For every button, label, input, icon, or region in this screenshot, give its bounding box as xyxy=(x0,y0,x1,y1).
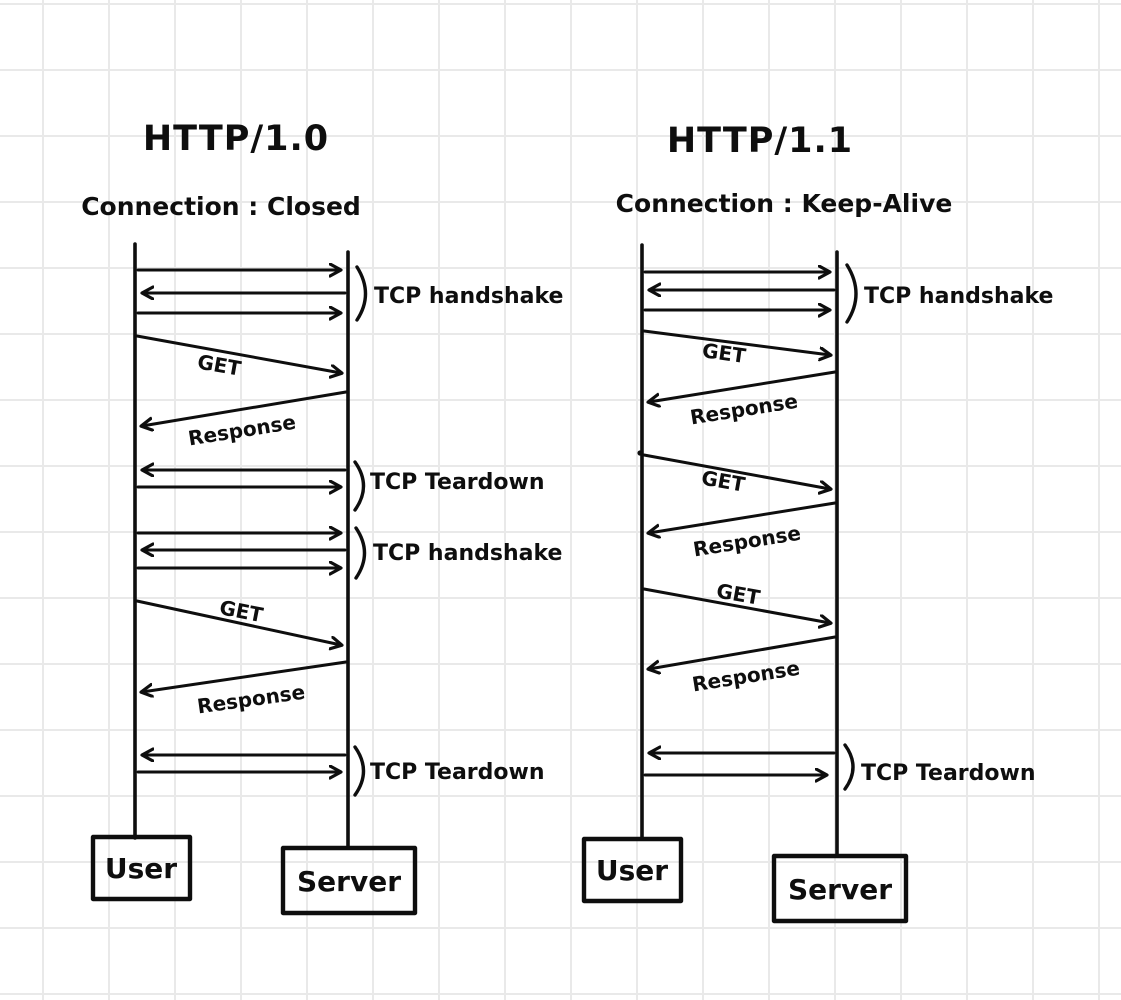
actor-box-user: User xyxy=(90,834,193,902)
group-label: TCP handshake xyxy=(373,541,562,566)
message-arrow xyxy=(649,370,837,402)
message-response: Response xyxy=(142,660,348,719)
message-arrow xyxy=(642,587,830,623)
message-arrow xyxy=(649,635,837,669)
message-response: Response xyxy=(649,635,837,697)
group-tcp-handshake: TCP handshake xyxy=(136,265,563,322)
group-label: TCP Teardown xyxy=(370,470,545,495)
message-response: Response xyxy=(649,370,837,430)
message-label: Response xyxy=(196,680,307,719)
message-arrow xyxy=(142,390,348,426)
group-brace xyxy=(353,460,366,512)
message-response: Response xyxy=(649,501,837,562)
message-label: GET xyxy=(715,578,763,609)
group-brace xyxy=(843,743,855,791)
diagram-subtitle: Connection : Closed xyxy=(81,192,361,221)
actor-label: Server xyxy=(297,865,401,898)
diagram-subtitle: Connection : Keep-Alive xyxy=(616,189,953,218)
group-brace xyxy=(355,265,368,322)
message-label: Response xyxy=(691,521,802,562)
actor-box-server: Server xyxy=(280,845,418,916)
diagram-http11: HTTP/1.1 Connection : Keep-Alive TCP han… xyxy=(581,121,1053,924)
message-get: GET xyxy=(642,578,830,623)
actor-label: Server xyxy=(788,873,892,906)
actor-label: User xyxy=(596,854,668,887)
message-get: GET xyxy=(642,329,830,368)
group-tcp-teardown: TCP Teardown xyxy=(643,743,1036,791)
message-response: Response xyxy=(142,390,348,450)
message-get: GET xyxy=(135,595,341,645)
message-label: GET xyxy=(700,465,748,496)
group-tcp-handshake: TCP handshake xyxy=(643,263,1053,324)
group-label: TCP Teardown xyxy=(861,761,1036,786)
group-label: TCP Teardown xyxy=(370,760,545,785)
group-label: TCP handshake xyxy=(374,284,563,309)
message-get: GET xyxy=(642,453,830,497)
diagram-title: HTTP/1.1 xyxy=(667,121,853,161)
group-brace xyxy=(353,745,366,797)
message-arrow xyxy=(649,501,837,533)
message-arrow xyxy=(642,453,830,489)
actor-box xyxy=(90,834,193,902)
diagram-http10: HTTP/1.0 Connection : Closed TCP handsha… xyxy=(81,119,563,916)
message-label: GET xyxy=(218,595,266,627)
actor-box-user: User xyxy=(581,836,684,904)
pen-dot xyxy=(637,450,643,456)
actor-box xyxy=(771,853,909,924)
message-arrow xyxy=(142,660,348,692)
group-brace xyxy=(845,263,858,324)
group-tcp-teardown: TCP Teardown xyxy=(136,460,545,512)
group-tcp-handshake: TCP handshake xyxy=(136,526,562,580)
actor-box xyxy=(280,845,418,916)
message-arrow xyxy=(642,329,830,355)
message-label: GET xyxy=(701,338,748,368)
group-label: TCP handshake xyxy=(864,284,1053,309)
actor-box-server: Server xyxy=(771,853,909,924)
actor-box xyxy=(581,836,684,904)
message-get: GET xyxy=(135,334,341,381)
message-arrow xyxy=(135,334,341,373)
group-brace xyxy=(354,526,367,580)
message-arrow xyxy=(135,599,341,645)
group-tcp-teardown: TCP Teardown xyxy=(136,745,545,797)
message-label: Response xyxy=(688,389,799,430)
actor-label: User xyxy=(105,852,177,885)
message-label: Response xyxy=(690,656,801,697)
diagram-title: HTTP/1.0 xyxy=(143,119,329,159)
